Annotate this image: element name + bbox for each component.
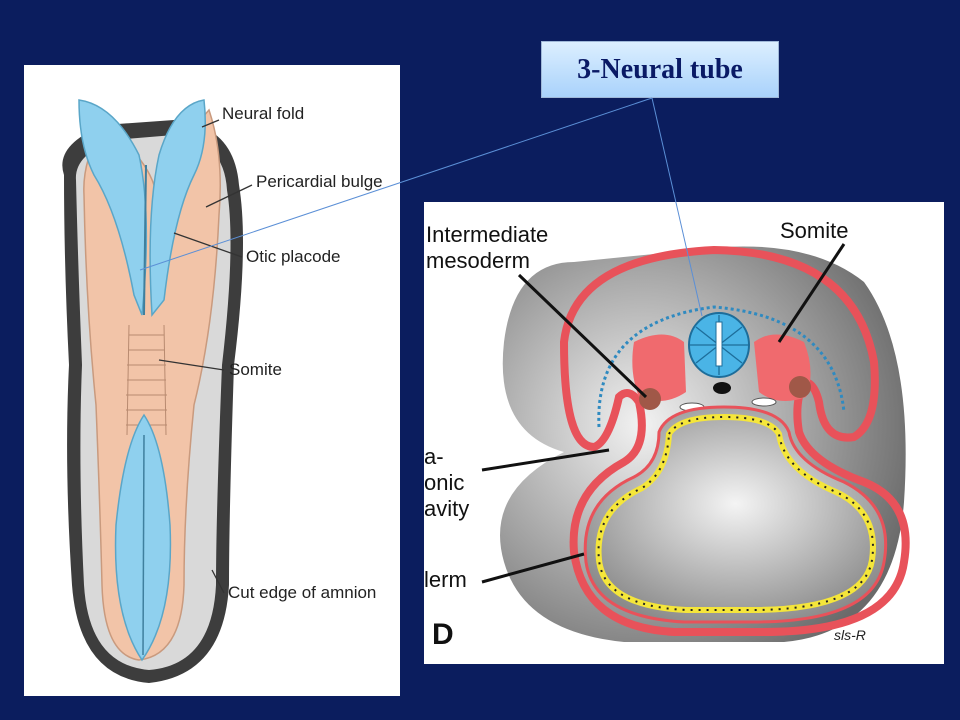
somite-column xyxy=(126,324,167,436)
label-somite: Somite xyxy=(229,360,282,379)
label-pericardial-bulge: Pericardial bulge xyxy=(256,172,383,191)
notochord xyxy=(713,382,731,394)
embryo-cross-section-panel: Intermediate mesoderm Somite a- onic avi… xyxy=(424,202,944,664)
label-cavity-3: avity xyxy=(424,496,469,521)
neural-fold-cranial xyxy=(78,99,148,316)
label-neural-fold: Neural fold xyxy=(222,104,304,123)
label-cavity-2: onic xyxy=(424,470,464,495)
panel-letter: D xyxy=(432,618,454,651)
cross-section-illustration: Intermediate mesoderm Somite a- onic avi… xyxy=(424,218,910,651)
label-somite-right: Somite xyxy=(780,218,848,243)
label-cavity-1: a- xyxy=(424,444,444,469)
artist-signature: sls-R xyxy=(834,627,866,643)
embryo-dorsal-view-panel: Neural fold Pericardial bulge Otic placo… xyxy=(24,65,400,696)
label-mesoderm: mesoderm xyxy=(426,248,530,273)
label-intermediate: Intermediate xyxy=(426,222,548,247)
label-otic-placode: Otic placode xyxy=(246,247,341,266)
embryo-dorsal-illustration: Neural fold Pericardial bulge Otic placo… xyxy=(62,99,383,683)
ectoderm-layer xyxy=(559,245,910,636)
neural-tube-callout: 3-Neural tube xyxy=(541,41,779,98)
yolk-sac xyxy=(583,405,888,624)
somite-left xyxy=(632,334,686,401)
label-cut-edge-of-amnion: Cut edge of amnion xyxy=(228,583,376,602)
neural-tube xyxy=(688,312,750,378)
label-derm: lerm xyxy=(424,567,467,592)
